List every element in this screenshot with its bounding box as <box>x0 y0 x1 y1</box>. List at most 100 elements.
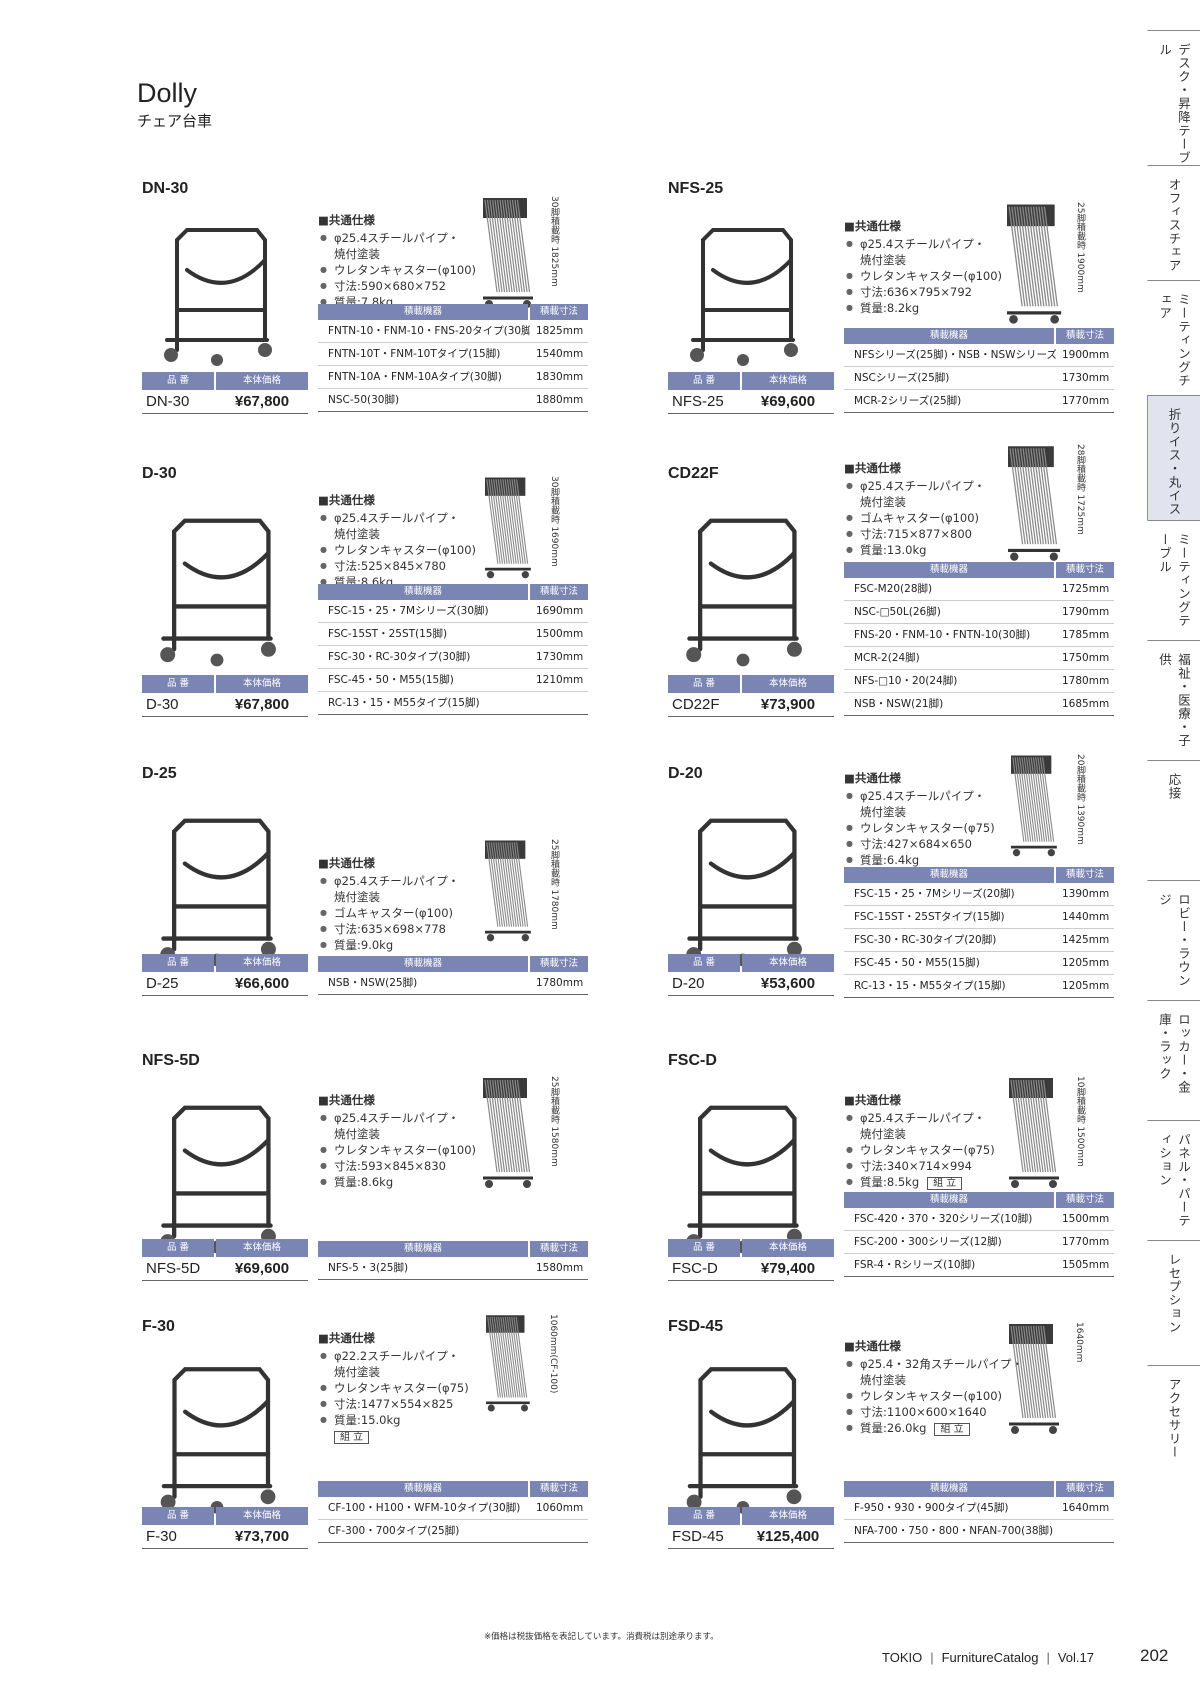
product-card: D-20品 番本体価格D-20¥53,600■共通仕様φ25.4スチールパイプ・… <box>668 754 1118 1002</box>
size-cell: 1390mm <box>1062 888 1110 900</box>
spec-item: ゴムキャスター(φ100) <box>844 510 985 526</box>
table-row: FSC-30・RC-30タイプ(30脚)1730mm <box>318 646 588 669</box>
size-cell: 1500mm <box>536 628 584 640</box>
size-header: 積載寸法 <box>530 1241 588 1257</box>
stack-photo: 30脚積載時 1825mm <box>472 192 559 316</box>
model-cell: NSB・NSW(21脚) <box>854 698 944 710</box>
model-header: 積載機器 <box>844 328 1054 344</box>
spec-item: 質量:8.6kg <box>318 1174 476 1190</box>
size-cell: 1730mm <box>1062 372 1110 384</box>
stack-height-label: 30脚積載時 1690mm <box>549 476 559 567</box>
table-row: FSR-4・Rシリーズ(10脚)1505mm <box>844 1254 1114 1277</box>
spec-item: φ25.4スチールパイプ・ <box>318 873 459 889</box>
table-row: FSC-M20(28脚)1725mm <box>844 578 1114 601</box>
product-price: ¥73,700 <box>234 1528 290 1545</box>
product-price: ¥69,600 <box>760 393 816 410</box>
category-tab[interactable]: 折りイス・丸イス <box>1147 395 1200 520</box>
category-tab[interactable]: パネル・パーティション <box>1147 1120 1200 1240</box>
code-header: 品 番 <box>142 1507 214 1525</box>
code-header: 品 番 <box>668 372 740 390</box>
spec-title: ■共通仕様 <box>844 771 901 785</box>
size-cell: 1730mm <box>536 651 584 663</box>
category-tab[interactable]: デスク・昇降テーブル <box>1147 30 1200 165</box>
size-cell: 1205mm <box>1062 980 1110 992</box>
spec-title: ■共通仕様 <box>844 219 901 233</box>
spec-item: 質量:9.0kg <box>318 937 459 953</box>
product-photo <box>668 795 818 979</box>
product-card: NFS-5D品 番本体価格NFS-5D¥69,600■共通仕様φ25.4スチール… <box>142 1052 592 1287</box>
category-tab[interactable]: 福祉・医療・子供 <box>1147 640 1200 760</box>
product-code: FSC-D <box>672 1260 718 1277</box>
code-header: 品 番 <box>142 1239 214 1257</box>
assembly-badge: 組 立 <box>334 1431 370 1444</box>
stack-table: 積載機器積載寸法NFSシリーズ(25脚)・NSB・NSWシリーズ(25脚)190… <box>844 328 1114 413</box>
category-tab[interactable]: 応接 <box>1147 760 1200 880</box>
category-tab-label: ミーティングチェア <box>1157 293 1191 388</box>
model-cell: MCR-2シリーズ(25脚) <box>854 395 962 407</box>
size-cell: 1770mm <box>1062 395 1110 407</box>
page-subtitle: チェア台車 <box>137 112 213 130</box>
spec-item: ウレタンキャスター(φ100) <box>844 268 1002 284</box>
size-cell <box>530 692 588 714</box>
model-header: 積載機器 <box>318 584 528 600</box>
spec-title: ■共通仕様 <box>844 1339 901 1353</box>
size-cell <box>530 1520 588 1542</box>
model-cell: CF-300・700タイプ(25脚) <box>328 1525 460 1537</box>
assembly-badge: 組 立 <box>927 1177 963 1190</box>
spec-item: 焼付塗装 <box>334 1365 380 1379</box>
spec-list: ■共通仕様φ25.4スチールパイプ・焼付塗装ウレタンキャスター(φ100)寸法:… <box>318 1092 476 1190</box>
spec-item: φ25.4スチールパイプ・ <box>844 1110 995 1126</box>
spec-title: ■共通仕様 <box>844 1093 901 1107</box>
code-header: 品 番 <box>142 954 214 972</box>
price-header: 本体価格 <box>742 372 834 390</box>
size-header: 積載寸法 <box>1056 328 1114 344</box>
size-cell: 1685mm <box>1062 698 1110 710</box>
table-row: FSC-30・RC-30タイプ(20脚)1425mm <box>844 929 1114 952</box>
size-cell: 1060mm <box>536 1502 584 1514</box>
model-cell: RC-13・15・M55タイプ(15脚) <box>328 697 480 709</box>
model-cell: FSC-15ST・25STタイプ(15脚) <box>854 911 1005 923</box>
product-card: F-30品 番本体価格F-30¥73,700■共通仕様φ22.2スチールパイプ・… <box>142 1314 592 1555</box>
spec-list: ■共通仕様φ25.4スチールパイプ・焼付塗装ゴムキャスター(φ100)寸法:63… <box>318 855 459 953</box>
table-row: RC-13・15・M55タイプ(15脚)1205mm <box>844 975 1114 998</box>
table-row: FSC-15・25・7Mシリーズ(20脚)1390mm <box>844 883 1114 906</box>
category-tab[interactable]: オフィスチェア <box>1147 165 1200 280</box>
spec-item: ウレタンキャスター(φ100) <box>844 1388 1023 1404</box>
table-row: FSC-15・25・7Mシリーズ(30脚)1690mm <box>318 600 588 623</box>
category-tab[interactable]: ミーティングチェア <box>1147 280 1200 395</box>
table-row: FSC-15ST・25ST(15脚)1500mm <box>318 623 588 646</box>
size-cell: 1505mm <box>1062 1259 1110 1271</box>
stack-height-label: 25脚積載時 1580mm <box>549 1076 559 1167</box>
size-cell: 1640mm <box>1062 1502 1110 1514</box>
product-photo <box>142 1082 292 1266</box>
table-row: NSC-50(30脚)1880mm <box>318 389 588 412</box>
product-photo <box>668 495 818 679</box>
size-header: 積載寸法 <box>530 956 588 972</box>
category-tab[interactable]: ロッカー・金庫・ラック <box>1147 1000 1200 1120</box>
table-row: CF-100・H100・WFM-10タイプ(30脚)1060mm <box>318 1497 588 1520</box>
spec-item: 焼付塗装 <box>860 805 906 819</box>
table-row: MCR-2シリーズ(25脚) 1770mm <box>844 390 1114 413</box>
product-card: DN-30品 番本体価格DN-30¥67,800■共通仕様φ25.4スチールパイ… <box>142 180 592 420</box>
category-tab[interactable]: レセプション <box>1147 1240 1200 1365</box>
size-cell: 1825mm <box>536 325 584 337</box>
category-tab[interactable]: ロビー・ラウンジ <box>1147 880 1200 1000</box>
category-tab-label: アクセサリー <box>1166 1378 1182 1459</box>
product-name: NFS-5D <box>142 1052 200 1069</box>
product-price: ¥66,600 <box>234 975 290 992</box>
category-tab-label: 折りイス・丸イス <box>1166 408 1182 516</box>
category-tab[interactable]: ミーティングテーブル <box>1147 520 1200 640</box>
category-tab[interactable]: アクセサリー <box>1147 1365 1200 1475</box>
price-header: 本体価格 <box>742 954 834 972</box>
spec-item: 寸法:636×795×792 <box>844 284 1002 300</box>
model-cell: NFS-5・3(25脚) <box>328 1262 409 1274</box>
model-header: 積載機器 <box>844 1192 1054 1208</box>
product-photo <box>142 210 292 374</box>
spec-item: φ25.4・32角スチールパイプ・ <box>844 1356 1023 1372</box>
